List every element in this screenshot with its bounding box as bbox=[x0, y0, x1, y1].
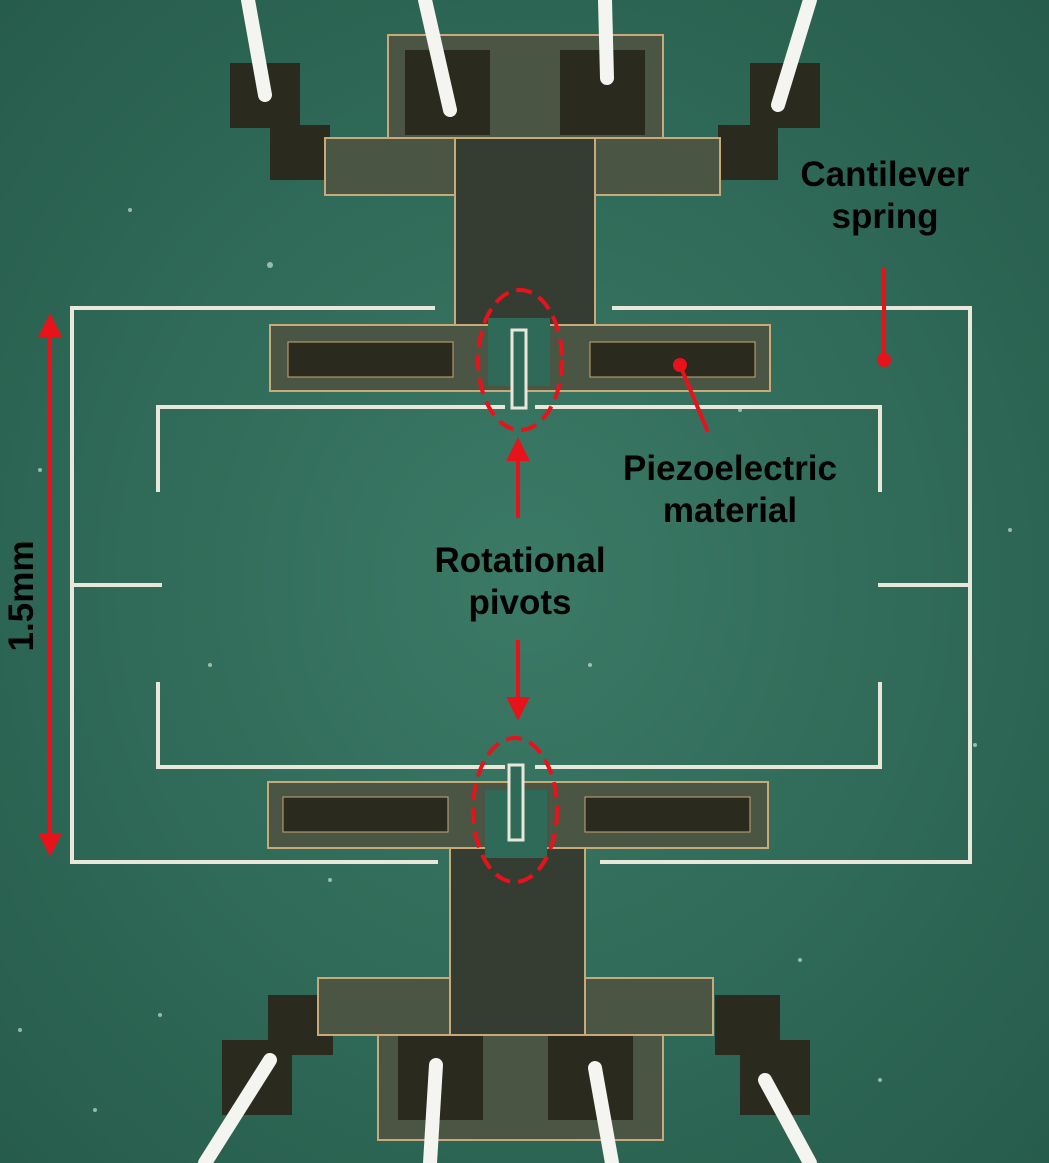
piezo-electrode-top-right bbox=[589, 341, 756, 378]
bottom-anchor-structure bbox=[222, 763, 810, 1141]
label-rotational-pivots: Rotational pivots bbox=[400, 540, 640, 624]
label-piezoelectric-material: Piezoelectric material bbox=[590, 448, 870, 532]
label-cantilever-line1: Cantilever bbox=[800, 155, 970, 194]
top-anchor-structure bbox=[230, 34, 820, 410]
label-pivots-line2: pivots bbox=[468, 583, 572, 622]
label-pivots-line1: Rotational bbox=[434, 541, 606, 580]
label-cantilever-line2: spring bbox=[831, 197, 939, 236]
label-piezo-line2: material bbox=[662, 491, 798, 530]
pivot-highlight-bottom bbox=[471, 736, 559, 884]
proof-mass-outline bbox=[156, 405, 882, 769]
cantilever-pointer bbox=[877, 268, 891, 367]
label-piezo-line1: Piezoelectric bbox=[623, 449, 837, 488]
piezo-electrode-bottom-right bbox=[584, 796, 751, 833]
piezo-electrode-bottom-left bbox=[282, 796, 449, 833]
piezo-electrode-top-left bbox=[287, 341, 454, 378]
cantilever-spring-frame bbox=[70, 306, 972, 864]
label-cantilever-spring: Cantilever spring bbox=[770, 154, 1000, 238]
scale-bar-text: 1.5mm bbox=[2, 540, 41, 652]
bond-wires bbox=[198, 0, 817, 1163]
pivot-highlight-top bbox=[476, 288, 564, 432]
piezo-pointer bbox=[673, 358, 710, 433]
